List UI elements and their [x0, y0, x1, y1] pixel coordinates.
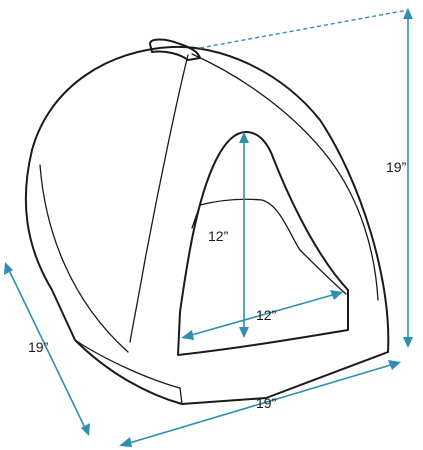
- opening-height-label: 12”: [208, 228, 229, 244]
- opening-width-label: 12”: [256, 307, 277, 323]
- width-label: 19”: [256, 395, 277, 411]
- height-leader-dashed: [199, 9, 409, 49]
- inner-cushion-line-2: [191, 204, 201, 229]
- tent-dome-outline: [24, 45, 390, 405]
- opening-height-arrow-top: [239, 132, 249, 143]
- width-arrow-left: [119, 437, 132, 447]
- base-bottom-edge: [179, 387, 183, 405]
- depth-arrow-bottom: [81, 423, 90, 436]
- left-panel-seam: [39, 164, 129, 353]
- side-seam: [191, 53, 379, 301]
- depth-label: 19”: [28, 339, 49, 355]
- depth-arrow-top: [4, 262, 13, 275]
- depth-dimension-line: [7, 267, 87, 431]
- inner-cushion-line: [199, 198, 347, 295]
- height-arrow-bottom: [403, 337, 413, 348]
- dimension-annotations: 19” 19” 19” 12” 12”: [4, 8, 413, 447]
- opening-width-arrow-right: [330, 290, 343, 300]
- opening-width-dimension-line: [187, 293, 337, 337]
- width-arrow-right: [388, 360, 401, 370]
- front-seam: [129, 54, 189, 343]
- pet-tent-illustration: [24, 38, 390, 405]
- doorway-opening: [177, 131, 349, 356]
- height-label: 19”: [386, 159, 407, 175]
- height-arrow-top: [403, 8, 413, 19]
- top-loop-handle: [149, 38, 201, 61]
- opening-width-arrow-left: [181, 330, 194, 340]
- opening-height-arrow-bottom: [239, 327, 249, 338]
- width-dimension-line: [125, 363, 395, 445]
- base-front-edge: [74, 339, 181, 389]
